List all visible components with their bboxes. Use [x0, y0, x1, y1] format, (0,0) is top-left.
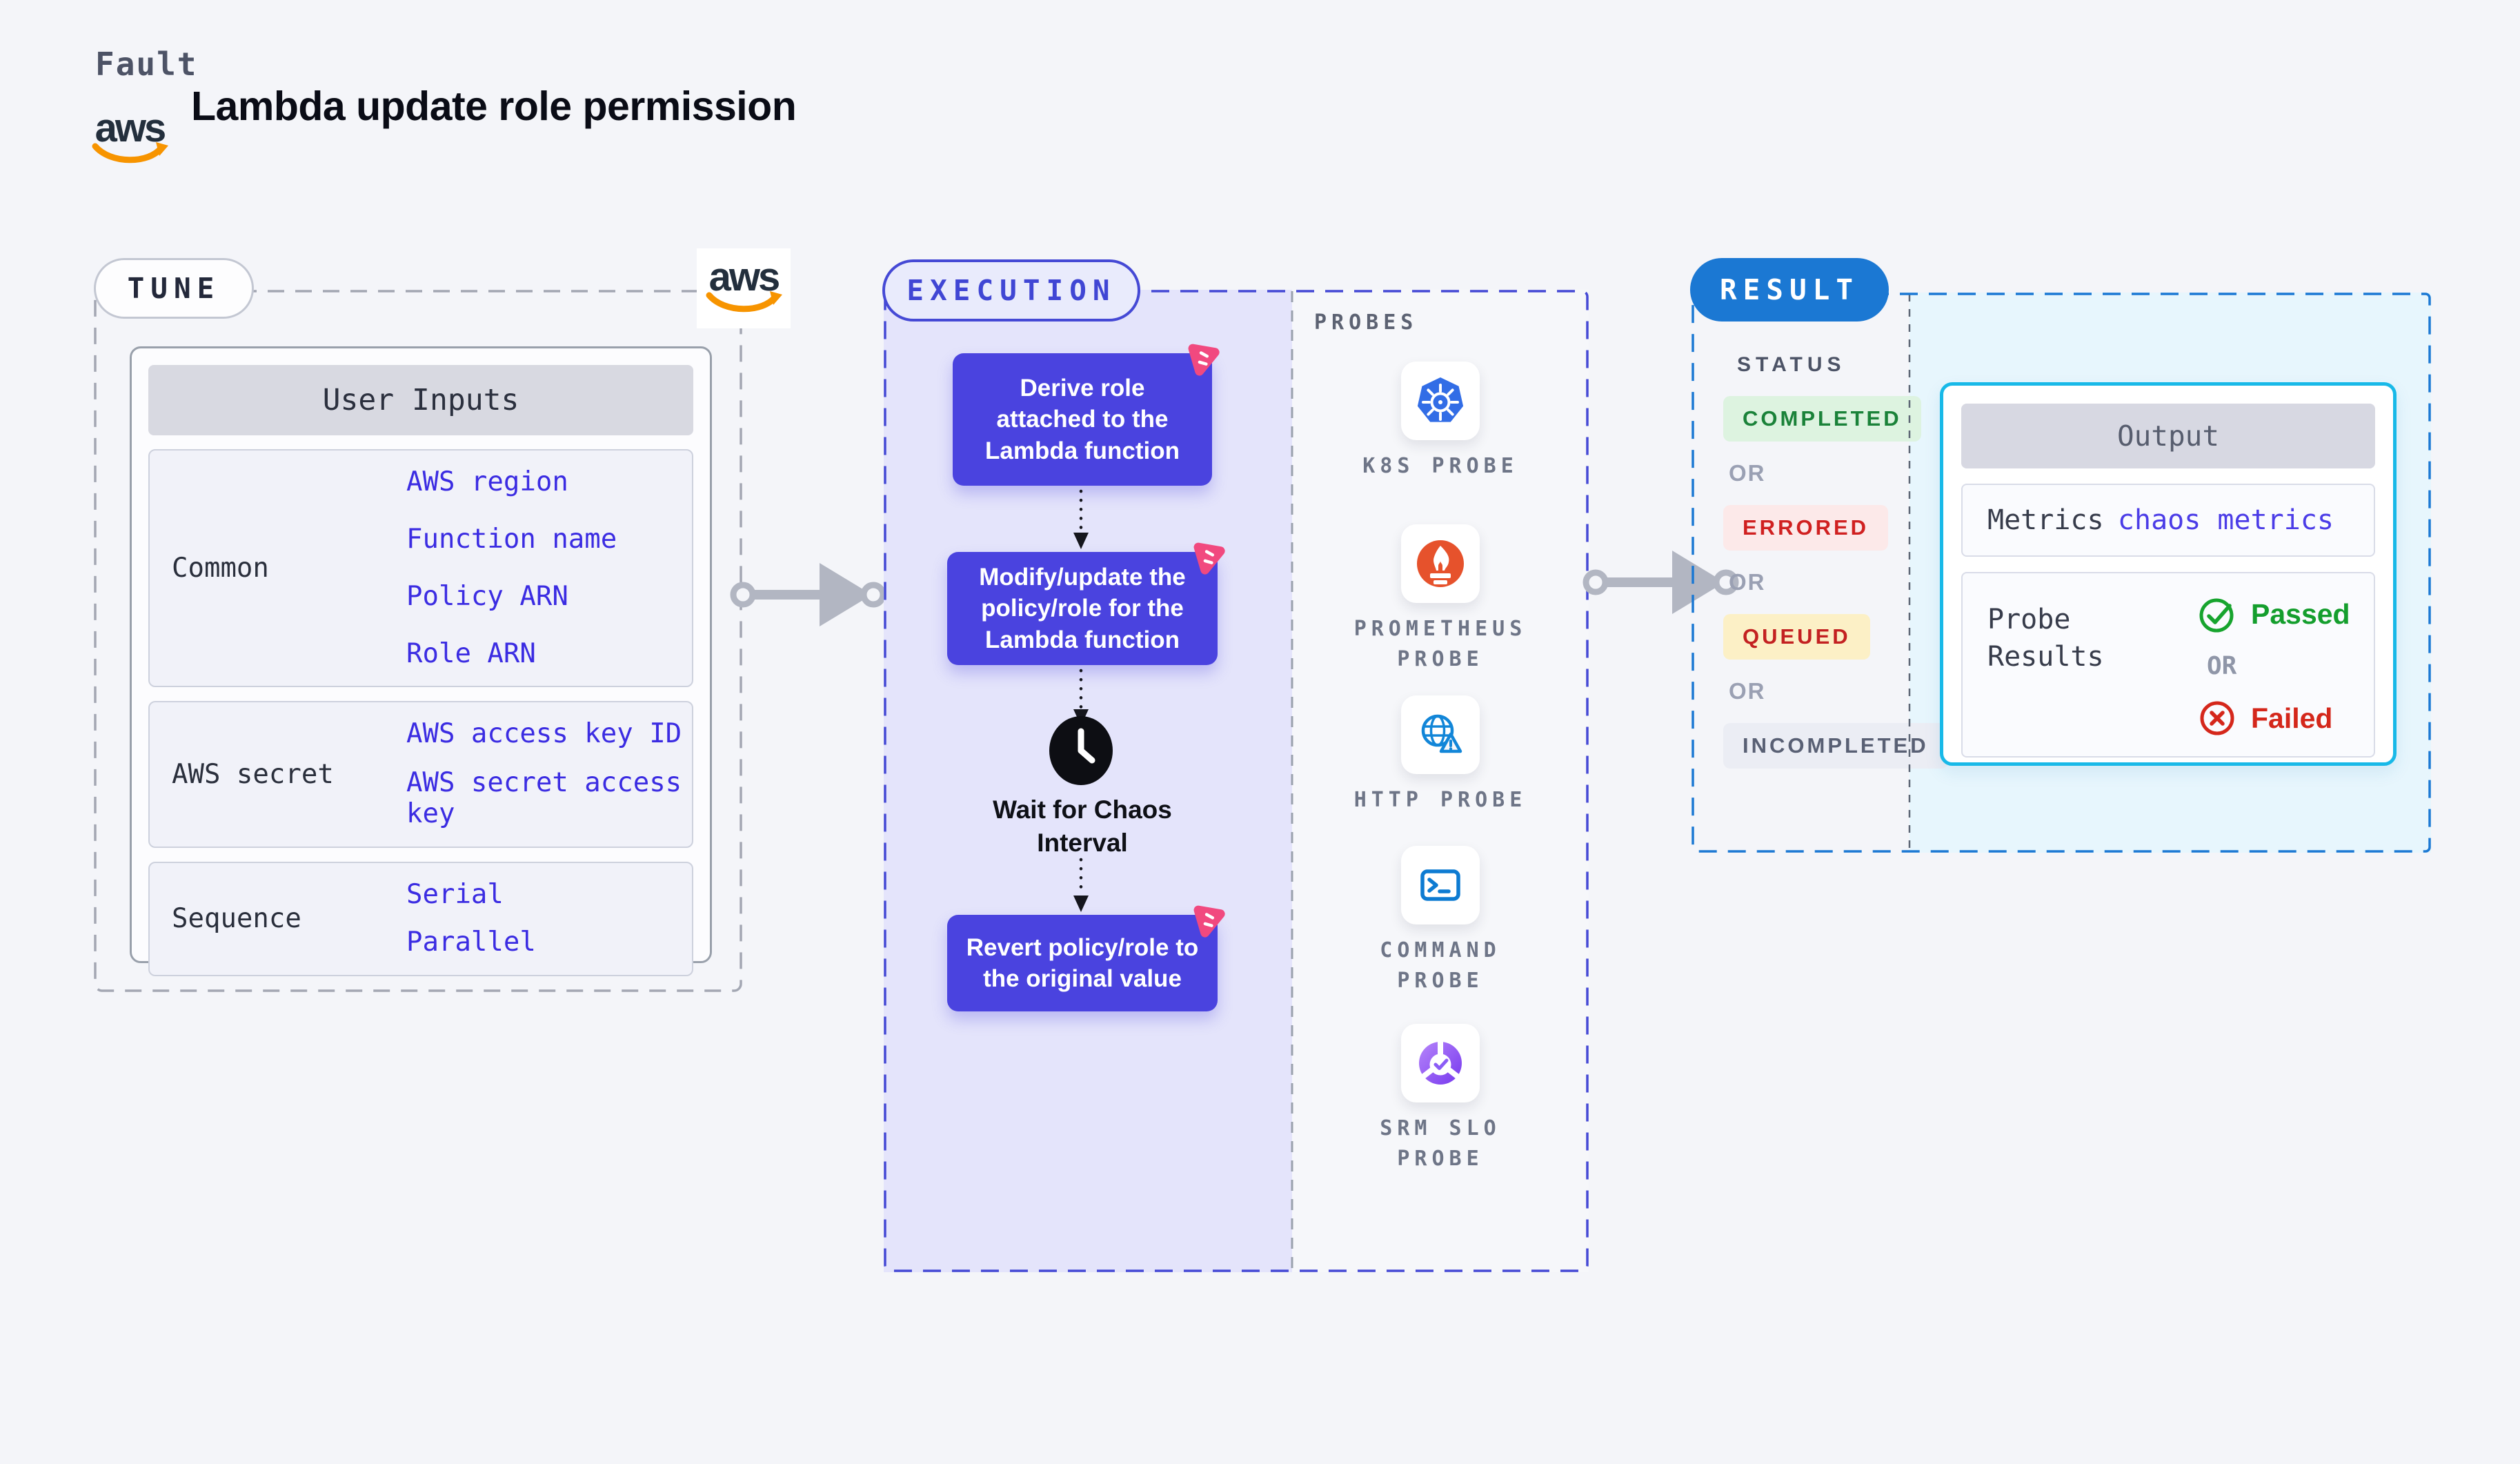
row-label: Sequence: [172, 903, 301, 935]
status-badge-queued: QUEUED: [1723, 614, 1870, 660]
flow-step-label: Modify/update the policy/role for the La…: [979, 563, 1186, 653]
aws-logo-text: aws: [708, 254, 781, 299]
flow-step-derive-role: Derive role attached to the Lambda funct…: [953, 344, 1220, 486]
aws-smile-arrow-icon: [706, 291, 782, 313]
result-pill: RESULT: [1690, 258, 1889, 322]
status-title: STATUS: [1737, 353, 1846, 376]
probe-item-http: HTTP PROBE: [1292, 695, 1589, 815]
aws-logo-text: aws: [95, 106, 167, 150]
probe-item-command: COMMAND PROBE: [1292, 846, 1589, 996]
probe-card: [1401, 1024, 1480, 1102]
execution-section: Derive role attached to the Lambda funct…: [884, 290, 1589, 1272]
status-column: COMPLETED OR ERRORED OR QUEUED OR INCOMP…: [1723, 396, 1948, 769]
probe-label: K8S PROBE: [1362, 454, 1518, 478]
passed-line: Passed: [2197, 594, 2350, 634]
probe-card: [1401, 846, 1480, 924]
input-link-role-arn[interactable]: Role ARN: [406, 637, 536, 669]
flow-step-modify-policy: Modify/update the policy/role for the La…: [947, 542, 1225, 665]
output-title: Output: [1961, 404, 2375, 468]
output-row-probe-results: Probe Results Passed OR: [1961, 572, 2375, 758]
result-section: STATUS COMPLETED OR ERRORED OR QUEUED OR…: [1691, 293, 2431, 853]
input-link-function-name[interactable]: Function name: [406, 523, 617, 555]
chaos-metrics-link[interactable]: chaos metrics: [2117, 504, 2334, 536]
status-badge-incompleted: INCOMPLETED: [1723, 723, 1948, 769]
row-links: Serial Parallel: [406, 878, 685, 958]
passed-label: Passed: [2251, 597, 2350, 630]
user-inputs-title: User Inputs: [148, 365, 693, 435]
probe-results-values: Passed OR Failed: [2197, 594, 2350, 738]
probes-title: PROBES: [1314, 310, 1418, 335]
wait-chaos-interval-label: Wait for Chaos Interval: [993, 795, 1172, 858]
or-separator: OR: [1729, 678, 1766, 704]
or-separator: OR: [2207, 652, 2237, 680]
flow-step-label: Derive role attached to the Lambda funct…: [985, 374, 1180, 464]
tune-dashed-border: [94, 290, 742, 992]
tune-pill: TUNE: [94, 258, 254, 319]
aws-smile-arrow-icon: [92, 142, 168, 164]
probe-card: [1401, 362, 1480, 440]
clock-icon: [1049, 716, 1113, 785]
or-separator: OR: [1729, 569, 1766, 595]
row-links: AWS region Function name Policy ARN Role…: [406, 466, 685, 669]
aws-logo: aws: [702, 254, 785, 317]
srm-slo-icon: [1419, 1041, 1462, 1085]
tune-aws-logo-badge: aws: [697, 248, 791, 328]
probe-label: PROMETHEUS PROBE: [1353, 617, 1527, 671]
probe-item-k8s: K8S PROBE: [1292, 362, 1589, 482]
input-link-policy-arn[interactable]: Policy ARN: [406, 580, 568, 612]
row-links: AWS access key ID AWS secret access key: [406, 719, 685, 830]
table-row-common: Common AWS region Function name Policy A…: [148, 449, 693, 688]
row-label: Common: [172, 553, 269, 584]
probe-results-label: Probe Results: [1987, 604, 2104, 673]
status-badge-completed: COMPLETED: [1723, 396, 1921, 442]
flow-arrow-tune-to-execution: [730, 563, 886, 626]
execution-pill: EXECUTION: [882, 259, 1140, 322]
output-row-metrics: Metrics chaos metrics: [1961, 484, 2375, 557]
dotted-connector-arrow: [1073, 489, 1089, 549]
probe-label: HTTP PROBE: [1353, 788, 1527, 812]
probe-label: SRM SLO PROBE: [1380, 1116, 1501, 1171]
page-title: Lambda update role permission: [191, 83, 797, 129]
fault-eyebrow: Fault: [95, 46, 198, 83]
input-link-secret-access-key[interactable]: AWS secret access key: [406, 767, 682, 830]
chaos-triangle-icon: [1188, 344, 1220, 376]
probe-item-prometheus: PROMETHEUS PROBE: [1292, 524, 1589, 674]
http-globe-icon: [1421, 714, 1462, 753]
row-label: AWS secret: [172, 759, 334, 791]
aws-logo: aws: [88, 106, 171, 168]
failed-label: Failed: [2251, 702, 2333, 734]
passed-check-icon: [2199, 598, 2234, 633]
tune-section: [94, 290, 742, 992]
prometheus-icon: [1417, 540, 1464, 587]
input-link-access-key-id[interactable]: AWS access key ID: [406, 718, 682, 750]
chaos-triangle-icon: [1193, 905, 1225, 938]
flow-step-revert-policy: Revert policy/role to the original value: [947, 905, 1225, 1011]
dotted-connector-arrow: [1073, 858, 1089, 912]
probe-label: COMMAND PROBE: [1380, 938, 1501, 993]
table-row-sequence: Sequence Serial Parallel: [148, 861, 693, 976]
table-row-aws-secret: AWS secret AWS access key ID AWS secret …: [148, 701, 693, 848]
metrics-label: Metrics: [1987, 504, 2104, 536]
probe-card: [1401, 524, 1480, 603]
input-link-parallel[interactable]: Parallel: [406, 926, 536, 958]
failed-x-icon: [2200, 701, 2234, 735]
terminal-icon: [1420, 869, 1460, 901]
status-badge-errored: ERRORED: [1723, 505, 1889, 551]
user-inputs-table: User Inputs Common AWS region Function n…: [130, 346, 712, 976]
kubernetes-icon: [1417, 377, 1464, 422]
probe-item-srm-slo: SRM SLO PROBE: [1292, 1024, 1589, 1174]
flow-step-label: Revert policy/role to the original value: [966, 933, 1199, 993]
input-link-aws-region[interactable]: AWS region: [406, 466, 568, 497]
or-separator: OR: [1729, 460, 1766, 486]
failed-line: Failed: [2197, 698, 2350, 738]
chaos-triangle-icon: [1193, 542, 1225, 575]
probe-card: [1401, 695, 1480, 774]
output-card: Output Metrics chaos metrics Probe Resul…: [1940, 382, 2397, 766]
input-link-serial[interactable]: Serial: [406, 878, 504, 910]
